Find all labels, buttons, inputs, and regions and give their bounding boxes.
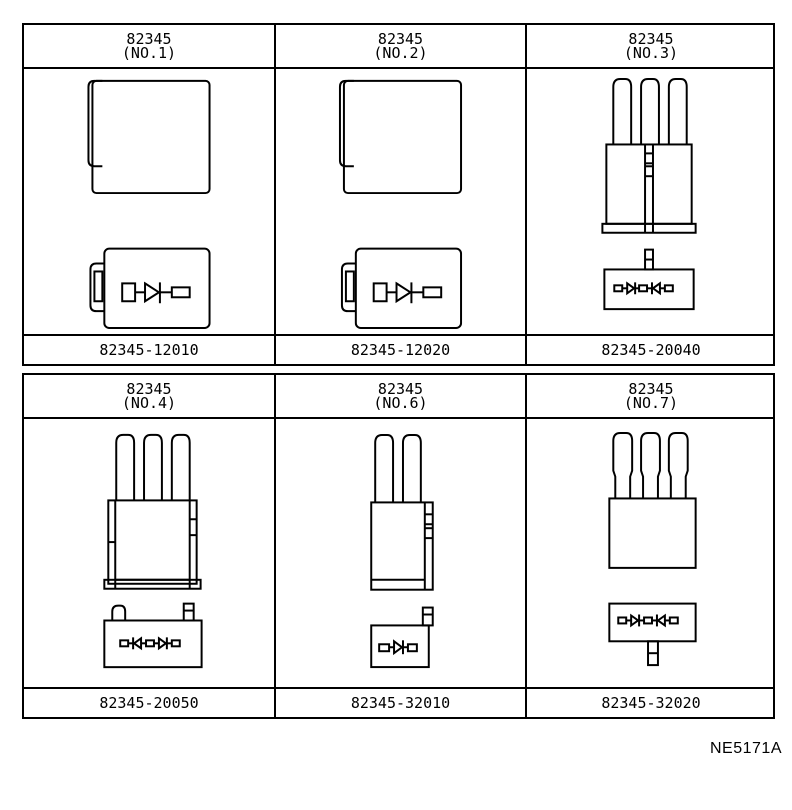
part-index: (NO.6)	[373, 394, 428, 412]
two-pin-connector-single-diode-icon	[276, 419, 525, 687]
diode-table-top: 82345 (NO.1) 82345-12010 82345 (NO.2	[22, 23, 775, 366]
diode-cell-no2: 82345 (NO.2) 82345-12020	[274, 25, 525, 364]
cell-header: 82345 (NO.1)	[24, 25, 274, 69]
diode-cell-no7: 82345 (NO.7)	[525, 375, 775, 717]
cell-header: 82345 (NO.4)	[24, 375, 274, 419]
three-pin-connector-dual-diode-icon	[24, 419, 274, 687]
part-family: 82345	[126, 380, 172, 398]
part-family: 82345	[377, 380, 424, 398]
part-number: 82345-20040	[527, 334, 775, 364]
part-family: 82345	[628, 380, 674, 398]
part-number: 82345-32010	[276, 687, 525, 717]
cell-header: 82345 (NO.2)	[276, 25, 525, 69]
diode-cell-no3: 82345 (NO.3)	[525, 25, 775, 364]
part-index: (NO.7)	[623, 394, 679, 412]
part-number: 82345-12010	[24, 334, 274, 364]
part-family: 82345	[377, 30, 424, 48]
figure-reference-code: NE5171A	[710, 740, 782, 757]
part-index: (NO.4)	[121, 394, 177, 412]
part-family: 82345	[628, 30, 674, 48]
cell-header: 82345 (NO.7)	[527, 375, 775, 419]
diode-table-bottom: 82345 (NO.4)	[22, 373, 775, 719]
relay-block-single-diode-icon	[24, 69, 274, 334]
part-index: (NO.1)	[121, 44, 177, 62]
relay-block-single-diode-icon	[276, 69, 525, 334]
part-index: (NO.3)	[623, 44, 679, 62]
part-family: 82345	[126, 30, 172, 48]
part-number: 82345-32020	[527, 687, 775, 717]
part-index: (NO.2)	[373, 44, 428, 62]
part-number: 82345-20050	[24, 687, 274, 717]
part-number: 82345-12020	[276, 334, 525, 364]
diode-cell-no6: 82345 (NO.6)	[274, 375, 525, 717]
cell-header: 82345 (NO.6)	[276, 375, 525, 419]
diode-cell-no1: 82345 (NO.1) 82345-12010	[24, 25, 274, 364]
diode-cell-no4: 82345 (NO.4)	[24, 375, 274, 717]
cell-header: 82345 (NO.3)	[527, 25, 775, 69]
three-pin-connector-dual-diode-icon	[527, 419, 775, 687]
three-pin-connector-dual-diode-icon	[527, 69, 775, 334]
